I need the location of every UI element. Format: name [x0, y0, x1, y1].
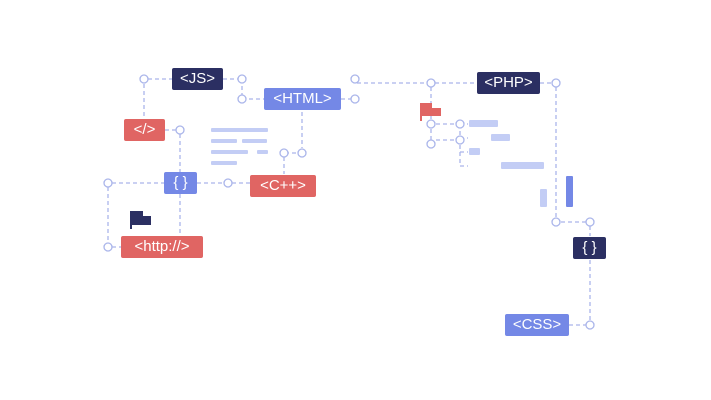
- php-tag: <PHP>: [477, 72, 540, 94]
- connector-node: [103, 242, 113, 252]
- connector-node: [426, 119, 436, 129]
- braces-tag-right: { }: [573, 237, 606, 259]
- connector-node: [139, 74, 149, 84]
- connector-node: [175, 125, 185, 135]
- connector-node: [455, 119, 465, 129]
- connector-node: [426, 78, 436, 88]
- text-line: [211, 161, 237, 165]
- connector-node: [350, 74, 360, 84]
- connector-node: [585, 320, 595, 330]
- connector-node: [103, 178, 113, 188]
- tree-bar: [469, 148, 480, 155]
- flag-icon: [130, 211, 151, 229]
- close-tag: </>: [124, 119, 165, 141]
- connector-node: [551, 217, 561, 227]
- text-line: [257, 150, 268, 154]
- connector-node: [551, 78, 561, 88]
- text-line: [211, 139, 237, 143]
- connector-node: [426, 139, 436, 149]
- tree-bar: [501, 162, 544, 169]
- connector-node: [237, 94, 247, 104]
- connector-node: [350, 94, 360, 104]
- connector-node: [297, 148, 307, 158]
- cpp-tag: <C++>: [250, 175, 316, 197]
- http-tag: <http://>: [121, 236, 203, 258]
- vertical-bar: [566, 176, 573, 207]
- tree-bar: [469, 120, 498, 127]
- js-tag: <JS>: [172, 68, 223, 90]
- flag-icon: [420, 103, 441, 121]
- connector-node: [585, 217, 595, 227]
- css-tag: <CSS>: [505, 314, 569, 336]
- tree-bar: [491, 134, 510, 141]
- vertical-bar: [540, 189, 547, 207]
- text-line: [211, 128, 268, 132]
- connector-node: [223, 178, 233, 188]
- text-line: [242, 139, 267, 143]
- html-tag: <HTML>: [264, 88, 341, 110]
- connector-node: [455, 135, 465, 145]
- text-line: [211, 150, 248, 154]
- connector-node: [237, 74, 247, 84]
- braces-tag-left: { }: [164, 172, 197, 194]
- connector-node: [279, 148, 289, 158]
